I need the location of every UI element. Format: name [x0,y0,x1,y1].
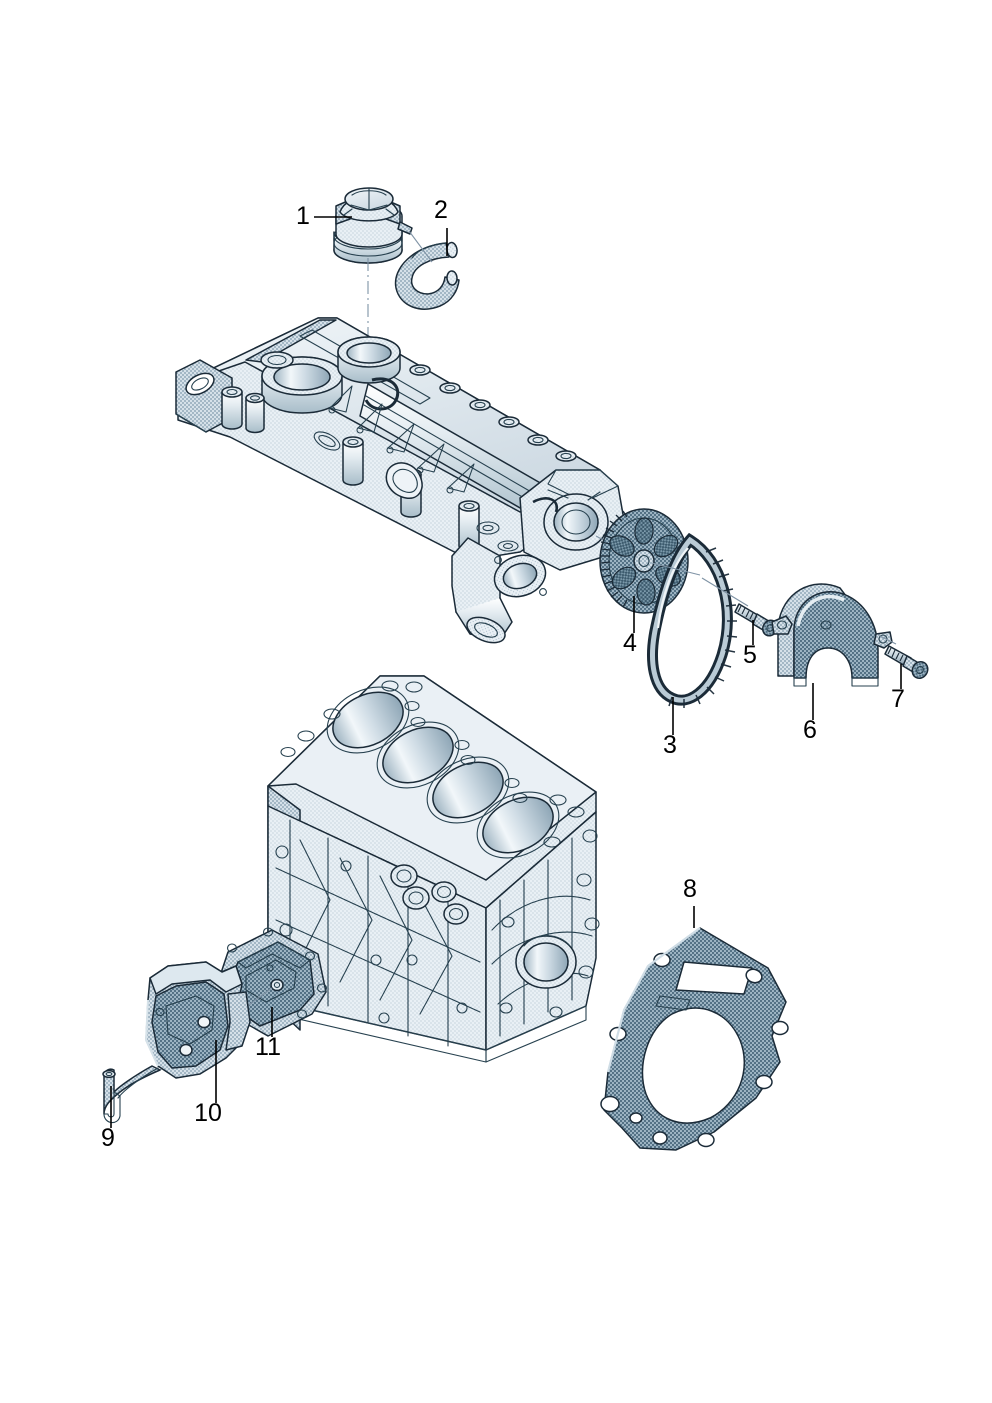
callout-9: 9 [101,1124,115,1152]
callout-4: 4 [623,629,637,657]
callout-2: 2 [434,196,448,224]
head-bolt-holes [280,680,585,848]
camshaft-tube [359,377,557,525]
part-oil-filler-cap [333,187,413,264]
block-front-webs [275,819,481,1047]
callout-8: 8 [683,875,697,903]
bell-housing-bolt-holes [499,829,600,1018]
oil-gallery-bosses [275,845,469,1024]
callout-10: 10 [194,1099,222,1127]
callout-5: 5 [743,641,757,669]
gasket-bolt-holes [600,952,789,1148]
callout-6: 6 [803,716,817,744]
part-belt-guard-cover [771,583,893,687]
part-sealing-flange-gasket [600,927,789,1151]
connector-cover-bolt7 [879,635,897,645]
part-coolant-pipe [102,1065,161,1124]
callout-1: 1 [296,202,310,230]
cylinder-bores [326,686,560,859]
oil-filler-neck-boss [337,336,401,384]
flange-port [493,554,547,598]
bolt-boss-row-top [409,364,577,462]
connector-belt-bolt5 [701,577,749,607]
internal-webs [328,385,475,494]
part-toothed-belt [647,532,738,708]
part-oil-pump-housing [144,961,251,1079]
crankshaft-seal-bore [515,935,577,989]
connector-cap-to-hose [408,230,433,263]
callout-3: 3 [663,731,677,759]
callout-7: 7 [891,685,905,713]
callout-11: 11 [255,1033,281,1061]
part-hex-bolt-lower [879,635,929,680]
camshaft-bore-left [261,356,343,414]
part-breather-hose-elbow [394,241,460,310]
pump-housing-holes [155,1007,211,1057]
connector-pulley-belt [651,562,701,576]
part-oil-pump-cover-plate [218,927,328,1037]
assembly-cylinder-head-cover [175,317,625,644]
coolant-outlet-stub [451,537,513,644]
bell-housing-ribs [491,837,593,1037]
timing-drive-housing [519,469,625,571]
